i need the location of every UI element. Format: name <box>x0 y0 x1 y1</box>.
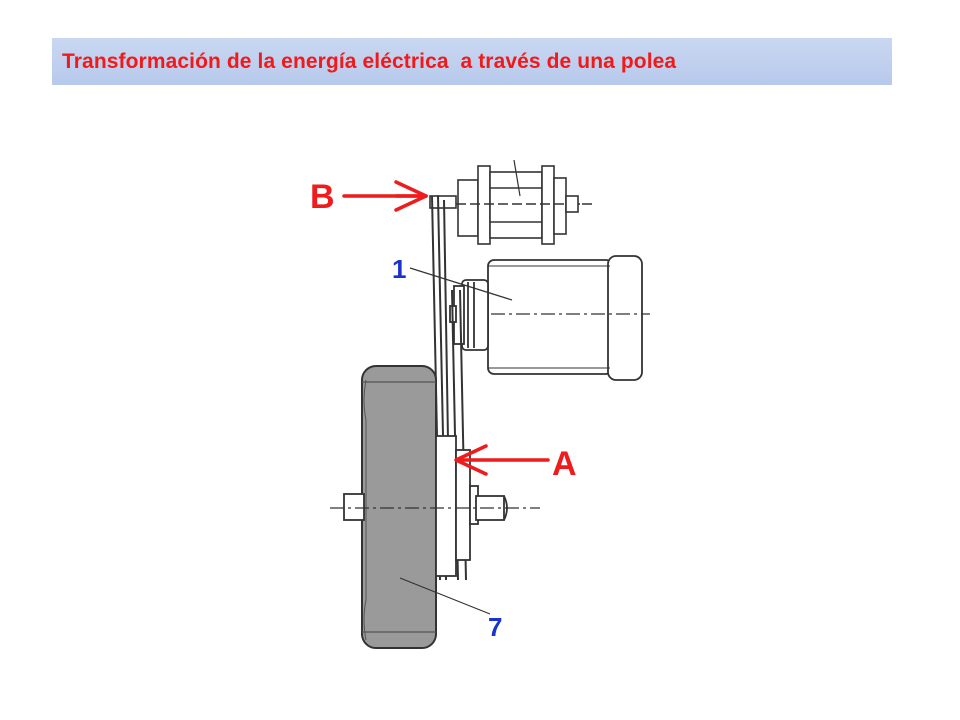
arrow-a <box>454 444 550 476</box>
pulley <box>435 435 479 577</box>
arrow-b <box>342 180 428 212</box>
label-part-7: 7 <box>488 612 502 642</box>
motor-icon <box>409 255 650 381</box>
leader-line-7 <box>399 577 491 615</box>
flywheel <box>361 365 437 649</box>
label-b: B <box>310 178 335 216</box>
page-title: Transformación de la energía eléctrica a… <box>62 49 677 73</box>
title-banner: Transformación de la energía eléctrica a… <box>52 38 892 85</box>
small-motor-icon <box>429 159 596 245</box>
shaft <box>330 493 540 521</box>
label-part-1: 1 <box>392 254 406 284</box>
label-a: A <box>552 445 577 483</box>
